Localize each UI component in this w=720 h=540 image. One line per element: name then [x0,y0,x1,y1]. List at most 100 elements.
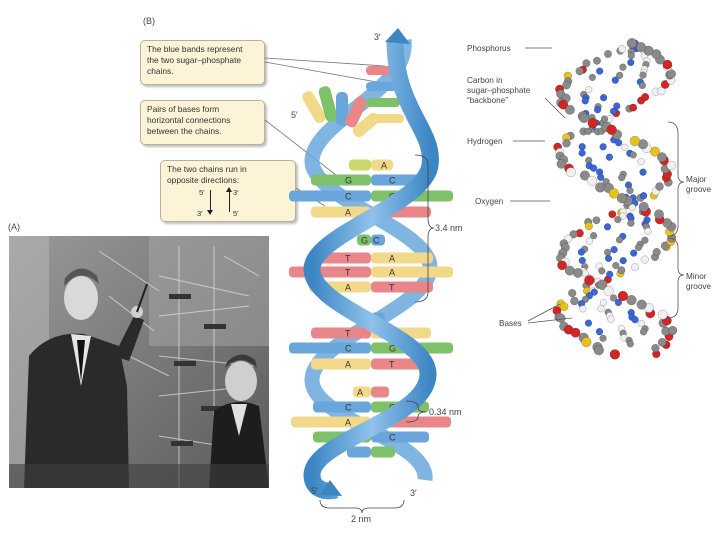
callout-blue-bands: The blue bands represent the two sugar–p… [140,40,265,85]
atom [575,66,584,76]
atom [581,97,589,105]
atom [598,267,606,275]
atom [606,270,614,278]
base-right [371,252,433,264]
atom [657,152,667,163]
base-letter-left: T [345,329,351,339]
atom [637,157,645,166]
atom [628,203,636,212]
atom [585,237,594,245]
atom [570,296,579,306]
label-oxygen: Oxygen [475,197,504,206]
base-left [289,266,371,278]
atom [557,260,567,271]
atom [592,216,601,225]
atom [610,245,618,254]
callout-opposite-line-1: The two chains run in [167,164,247,174]
arrowhead-top [385,28,410,44]
atom [609,294,618,302]
base-pair: A [353,386,389,398]
atom [603,248,612,256]
atom [579,305,587,313]
atom [614,139,623,147]
atom [564,265,575,276]
atom [631,316,639,324]
atom [615,236,624,244]
base-letter-left: G [345,176,352,186]
base-letter-right: A [381,161,387,171]
atom [599,94,608,102]
atom [599,298,608,307]
callout-base-pairs: Pairs of bases form horizontal connectio… [140,100,265,145]
base-letter-left: A [345,360,351,370]
photo-illustration [9,236,269,488]
atom [582,59,591,68]
atom [662,59,673,70]
atom [556,159,567,169]
callout-opposite-directions: The two chains run in opposite direction… [160,160,296,222]
atom [640,255,649,264]
rise-label: 0.34 nm [429,407,462,417]
atom [597,279,608,290]
atom [579,170,590,181]
atom [618,173,626,182]
callout-base-pairs-line-3: between the chains. [147,126,222,136]
atom [562,139,571,148]
atom [608,210,617,219]
base-letter-right: C [389,176,396,186]
width-bracket [319,499,405,514]
atom [629,135,641,147]
atom [619,212,627,220]
callout-blue-bands-line-1: The blue bands represent [147,44,243,54]
atom [636,299,647,310]
base-left [311,327,371,339]
atom [635,42,647,53]
atom [652,247,661,257]
label-minor-line-2: groove [686,282,712,291]
end-label-bottom-right: 3′ [410,488,417,498]
atom [603,223,612,231]
atom [608,188,620,199]
atom [578,149,586,157]
atom [584,222,593,231]
atom [626,340,634,348]
atom [613,102,621,110]
atom [644,227,652,235]
base-right [371,281,433,293]
dir-left-top: 5′ [199,188,205,197]
atom [654,209,664,220]
atom [585,85,593,94]
base-letter-right: A [389,254,395,264]
base-right [371,446,395,458]
atom [666,69,676,79]
arrow-down-icon [207,190,213,215]
atom [609,349,621,360]
atom [639,168,647,176]
atom [564,104,575,115]
leader-blue-bands-2 [264,61,389,85]
atom [618,45,627,53]
atom [603,286,614,297]
atom [589,231,598,240]
atom [593,106,602,114]
label-carbon-line-2: sugar–phosphate [467,86,531,95]
dir-right-bottom: 5′ [233,209,239,218]
base-letter-right: T [389,360,395,370]
atom [629,103,638,112]
base-letter-right: C [389,433,396,443]
atom [617,290,629,302]
atom [650,146,660,157]
label-carbon-backbone: Carbon in sugar–phosphate “backbone” [467,76,530,106]
atom [578,112,590,124]
arrow-up-icon [226,187,232,212]
atom [599,143,607,151]
panel-a-label: (A) [8,222,20,232]
atom [604,50,612,58]
callout-base-pairs-line-2: horizontal connections [147,115,231,125]
pitch-label: 3.4 nm [435,223,463,233]
atom [626,38,638,49]
atom [572,267,583,278]
base-right [371,159,393,171]
